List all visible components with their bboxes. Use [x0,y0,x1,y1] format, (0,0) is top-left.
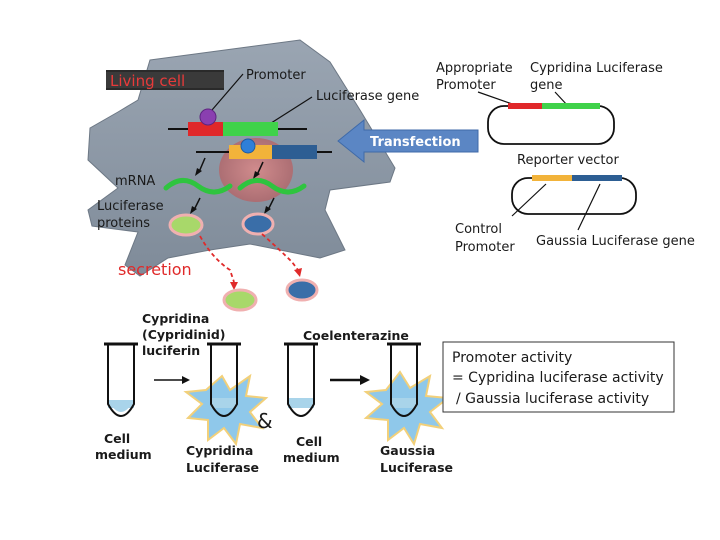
appropriate-promoter-segment [508,103,542,109]
control-promoter-vector-segment [532,175,572,181]
reporter-vector-label: Reporter vector [517,153,619,168]
protein-green-intracellular [168,213,204,237]
gaussia-luciferase-label-2: Luciferase [380,460,453,475]
cell-medium-2-label-a: Cell [296,434,322,449]
mrna-wave-2 [237,178,307,195]
gaussia-gene-label: Gaussia Luciferase gene [536,234,695,249]
cell-medium-2-label-b: medium [283,450,340,465]
promoter-label: Promoter [246,68,306,83]
protein-green-secreted [222,288,258,312]
gaussia-gene-segment [272,145,317,159]
transcription-factor-purple [199,108,217,126]
protein-blue-secreted [285,278,319,302]
promoter-activity-line2: = Cypridina luciferase activity [452,370,664,386]
coelenterazine-label: Coelenterazine [303,328,409,343]
cypridina-luciferase-label-2: Luciferase [186,460,259,475]
transfection-label: Transfection [370,135,461,150]
transcription-factor-blue [240,138,256,154]
luciferin-label-3: luciferin [142,343,200,358]
reporter-vector-plasmid [487,105,615,145]
protein-blue-intracellular [241,212,275,236]
gaussia-luciferase-label-1: Gaussia [380,443,435,458]
luciferase-proteins-label-1: Luciferase [97,199,164,214]
appropriate-promoter-label-2: Promoter [436,78,496,93]
secretion-label: secretion [118,260,192,279]
luciferase-proteins-label-2: proteins [97,216,150,231]
promoter-activity-line3: / Gaussia luciferase activity [456,391,649,407]
gaussia-gene-vector-segment [572,175,622,181]
transfection-arrow [337,118,479,164]
promoter-activity-box [442,341,675,413]
mrna-label: mRNA [115,174,155,189]
cell-medium-1-label-b: medium [95,447,152,462]
control-vector-plasmid [511,177,637,215]
promoter-activity-line1: Promoter activity [452,350,572,366]
cypridina-gene-label-2: gene [530,78,563,93]
luciferase-gene-segment [223,122,278,136]
cypridina-luciferase-label-1: Cypridina [186,443,253,458]
appropriate-promoter-label-1: Appropriate [436,61,513,76]
secretion-arrow-1 [199,235,235,283]
tube-cell-medium-2 [284,342,318,417]
tube-gaussia [387,342,421,417]
cypridina-gene-label-1: Cypridina Luciferase [530,61,663,76]
promoter-segment [188,122,223,136]
mrna-wave-1 [163,178,233,195]
ampersand: & [257,409,273,433]
luciferase-gene-label: Luciferase gene [316,89,419,104]
secretion-arrow-2 [261,233,299,271]
tube-cell-medium-1 [104,342,138,417]
cell-medium-1-label-a: Cell [104,431,130,446]
luciferin-label-2: (Cypridinid) [142,327,226,342]
control-promoter-label-1: Control [455,222,502,237]
living-cell-label: Living cell [110,72,185,90]
tube-cypridina [207,342,241,417]
luciferin-label-1: Cypridina [142,311,209,326]
cypridina-gene-segment [542,103,600,109]
glow-starburst-cypridina [183,373,269,447]
control-promoter-label-2: Promoter [455,240,515,255]
